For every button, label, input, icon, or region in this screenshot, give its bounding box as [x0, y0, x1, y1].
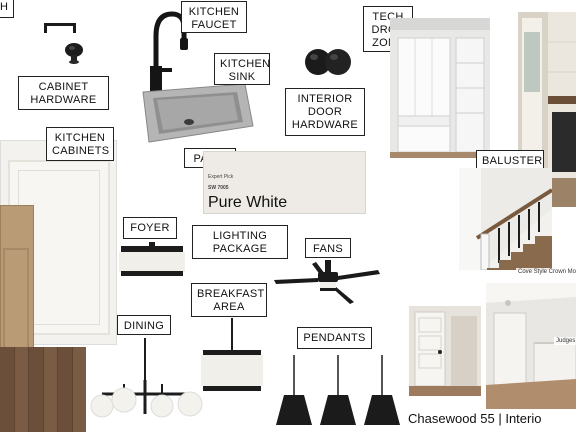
label-breakfast-area: BREAKFAST AREA: [191, 283, 267, 317]
paint-swatch: Expert Pick SW 7005 Pure White: [203, 151, 366, 214]
label-pendants: PENDANTS: [297, 327, 372, 349]
flooring-sample: [0, 347, 86, 432]
label-dining: DINING: [117, 315, 171, 335]
ceiling-fan-image: [274, 260, 380, 304]
cabinet-pull-image: [44, 23, 76, 33]
staircase-photo: [459, 168, 552, 270]
dining-chandelier-image: [90, 338, 203, 418]
paint-expert-pick: Expert Pick: [208, 174, 234, 180]
cabinet-knob-image: [65, 43, 83, 64]
caption-crown-molding: Cove Style Crown Mo: [516, 268, 576, 276]
footer-title: Chasewood 55 | Interio: [408, 411, 542, 426]
door-knob-image: [305, 49, 351, 75]
foyer-light-image: [119, 242, 185, 276]
breakfast-light-image: [201, 318, 263, 391]
caption-judges: Judges Pa: [554, 337, 576, 345]
kitchen-sink-image: [142, 83, 254, 143]
crown-molding-photo: [486, 283, 576, 409]
pendant-lights-image: [276, 355, 400, 425]
label-fans: FANS: [305, 238, 351, 258]
label-lighting-package: LIGHTING PACKAGE: [192, 225, 288, 259]
label-cabinet-hardware: CABINET HARDWARE: [18, 76, 109, 110]
label-kitchen-cabinets: KITCHEN CABINETS: [46, 127, 114, 161]
label-kitchen-faucet: KITCHEN FAUCET: [181, 1, 247, 33]
label-partial-top-left: H: [0, 0, 14, 18]
interior-door-photo: [409, 306, 481, 396]
paint-code: SW 7005: [208, 185, 229, 191]
paint-name: Pure White: [208, 194, 288, 211]
label-interior-door-hardware: INTERIOR DOOR HARDWARE: [285, 88, 365, 136]
tech-drop-zone-image: [390, 18, 490, 158]
wood-cabinet-inset: [3, 248, 29, 360]
label-kitchen-sink: KITCHEN SINK: [214, 53, 270, 85]
label-foyer: FOYER: [123, 217, 177, 239]
